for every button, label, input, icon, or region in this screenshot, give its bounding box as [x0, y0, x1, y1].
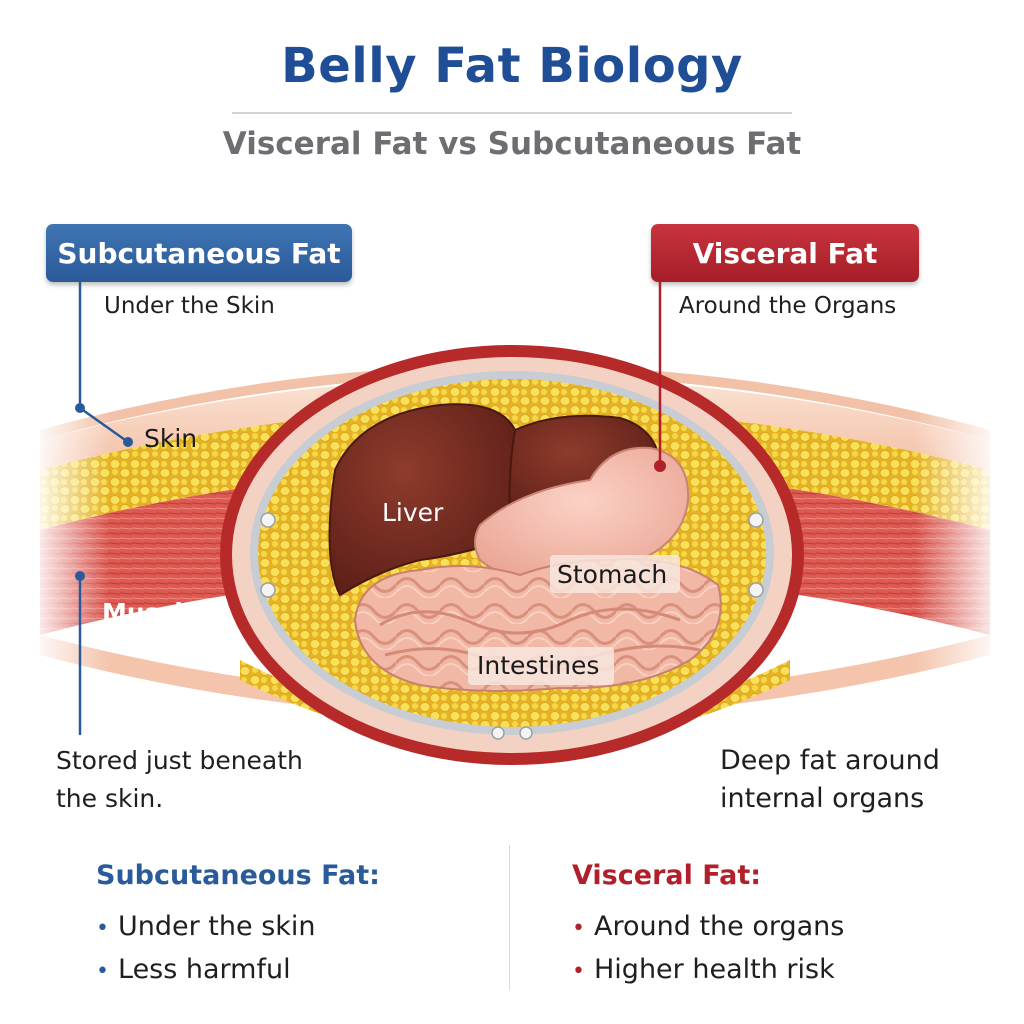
list-item: •Around the organs: [572, 911, 845, 942]
summary-divider: [509, 845, 510, 990]
page-title: Belly Fat Biology: [281, 38, 743, 94]
stomach-label: Stomach: [557, 560, 668, 589]
liver-label: Liver: [382, 498, 444, 527]
subcutaneous-location-text: Under the Skin: [104, 293, 275, 319]
intestines-label: Intestines: [477, 651, 600, 680]
summary-subcutaneous-title: Subcutaneous Fat:: [96, 860, 380, 891]
title-divider: [232, 112, 792, 114]
summary-subcutaneous-list: •Under the skin •Less harmful: [96, 905, 316, 991]
list-item: •Under the skin: [96, 911, 316, 942]
visceral-fat-badge: Visceral Fat: [651, 224, 919, 282]
visceral-location-text: Around the Organs: [679, 293, 897, 319]
muscle-label: Muscle: [102, 598, 200, 627]
visceral-description: Deep fat around internal organs: [720, 745, 940, 814]
subcutaneous-description: Stored just beneath the skin.: [56, 746, 303, 813]
list-item: •Less harmful: [96, 954, 291, 985]
skin-label: Skin: [144, 424, 198, 453]
summary-visceral-list: •Around the organs •Higher health risk: [572, 905, 844, 991]
page-subtitle: Visceral Fat vs Subcutaneous Fat: [222, 126, 802, 162]
summary-visceral-title: Visceral Fat:: [572, 860, 762, 891]
skin-outer-layer: [40, 365, 990, 440]
skin-layer: [40, 377, 990, 470]
subcutaneous-fat-badge: Subcutaneous Fat: [46, 224, 352, 282]
list-item: •Higher health risk: [572, 954, 835, 985]
